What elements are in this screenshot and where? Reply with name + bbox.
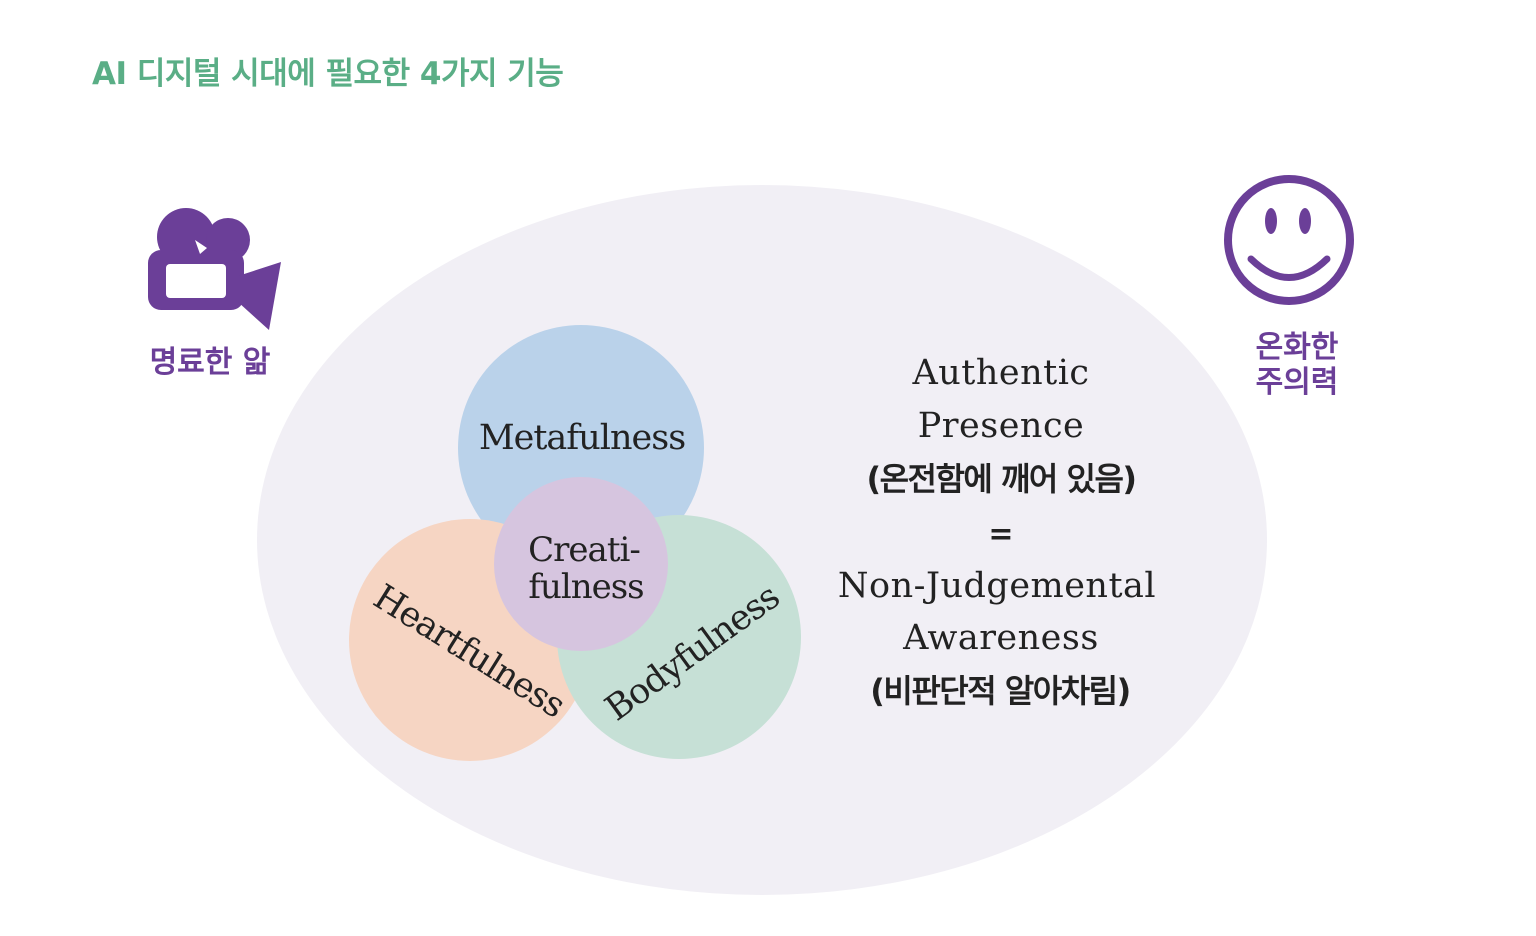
metafulness-label: Metafulness	[479, 418, 685, 458]
awareness-text: Awareness	[902, 618, 1099, 658]
creatifulness-label-line1: Creati-	[528, 530, 640, 570]
creatifulness-circle	[494, 477, 668, 651]
presence-text: Presence	[918, 406, 1085, 446]
video-camera-icon	[148, 208, 281, 330]
left-label: 명료한 앎	[150, 345, 271, 380]
creatifulness-label-line2: fulness	[528, 567, 643, 607]
awareness-korean-text: (비판단적 알아차림)	[870, 672, 1129, 710]
non-judgemental-text: Non-Judgemental	[838, 566, 1156, 606]
presence-korean-text: (온전함에 깨어 있음)	[866, 460, 1135, 498]
equals-sign: =	[988, 517, 1013, 552]
right-label-line2: 주의력	[1256, 365, 1339, 400]
authentic-text: Authentic	[911, 353, 1089, 393]
smiley-face-icon	[1224, 175, 1354, 305]
right-label-line1: 온화한	[1256, 330, 1339, 365]
page-title: AI 디지털 시대에 필요한 4가지 기능	[92, 56, 564, 92]
